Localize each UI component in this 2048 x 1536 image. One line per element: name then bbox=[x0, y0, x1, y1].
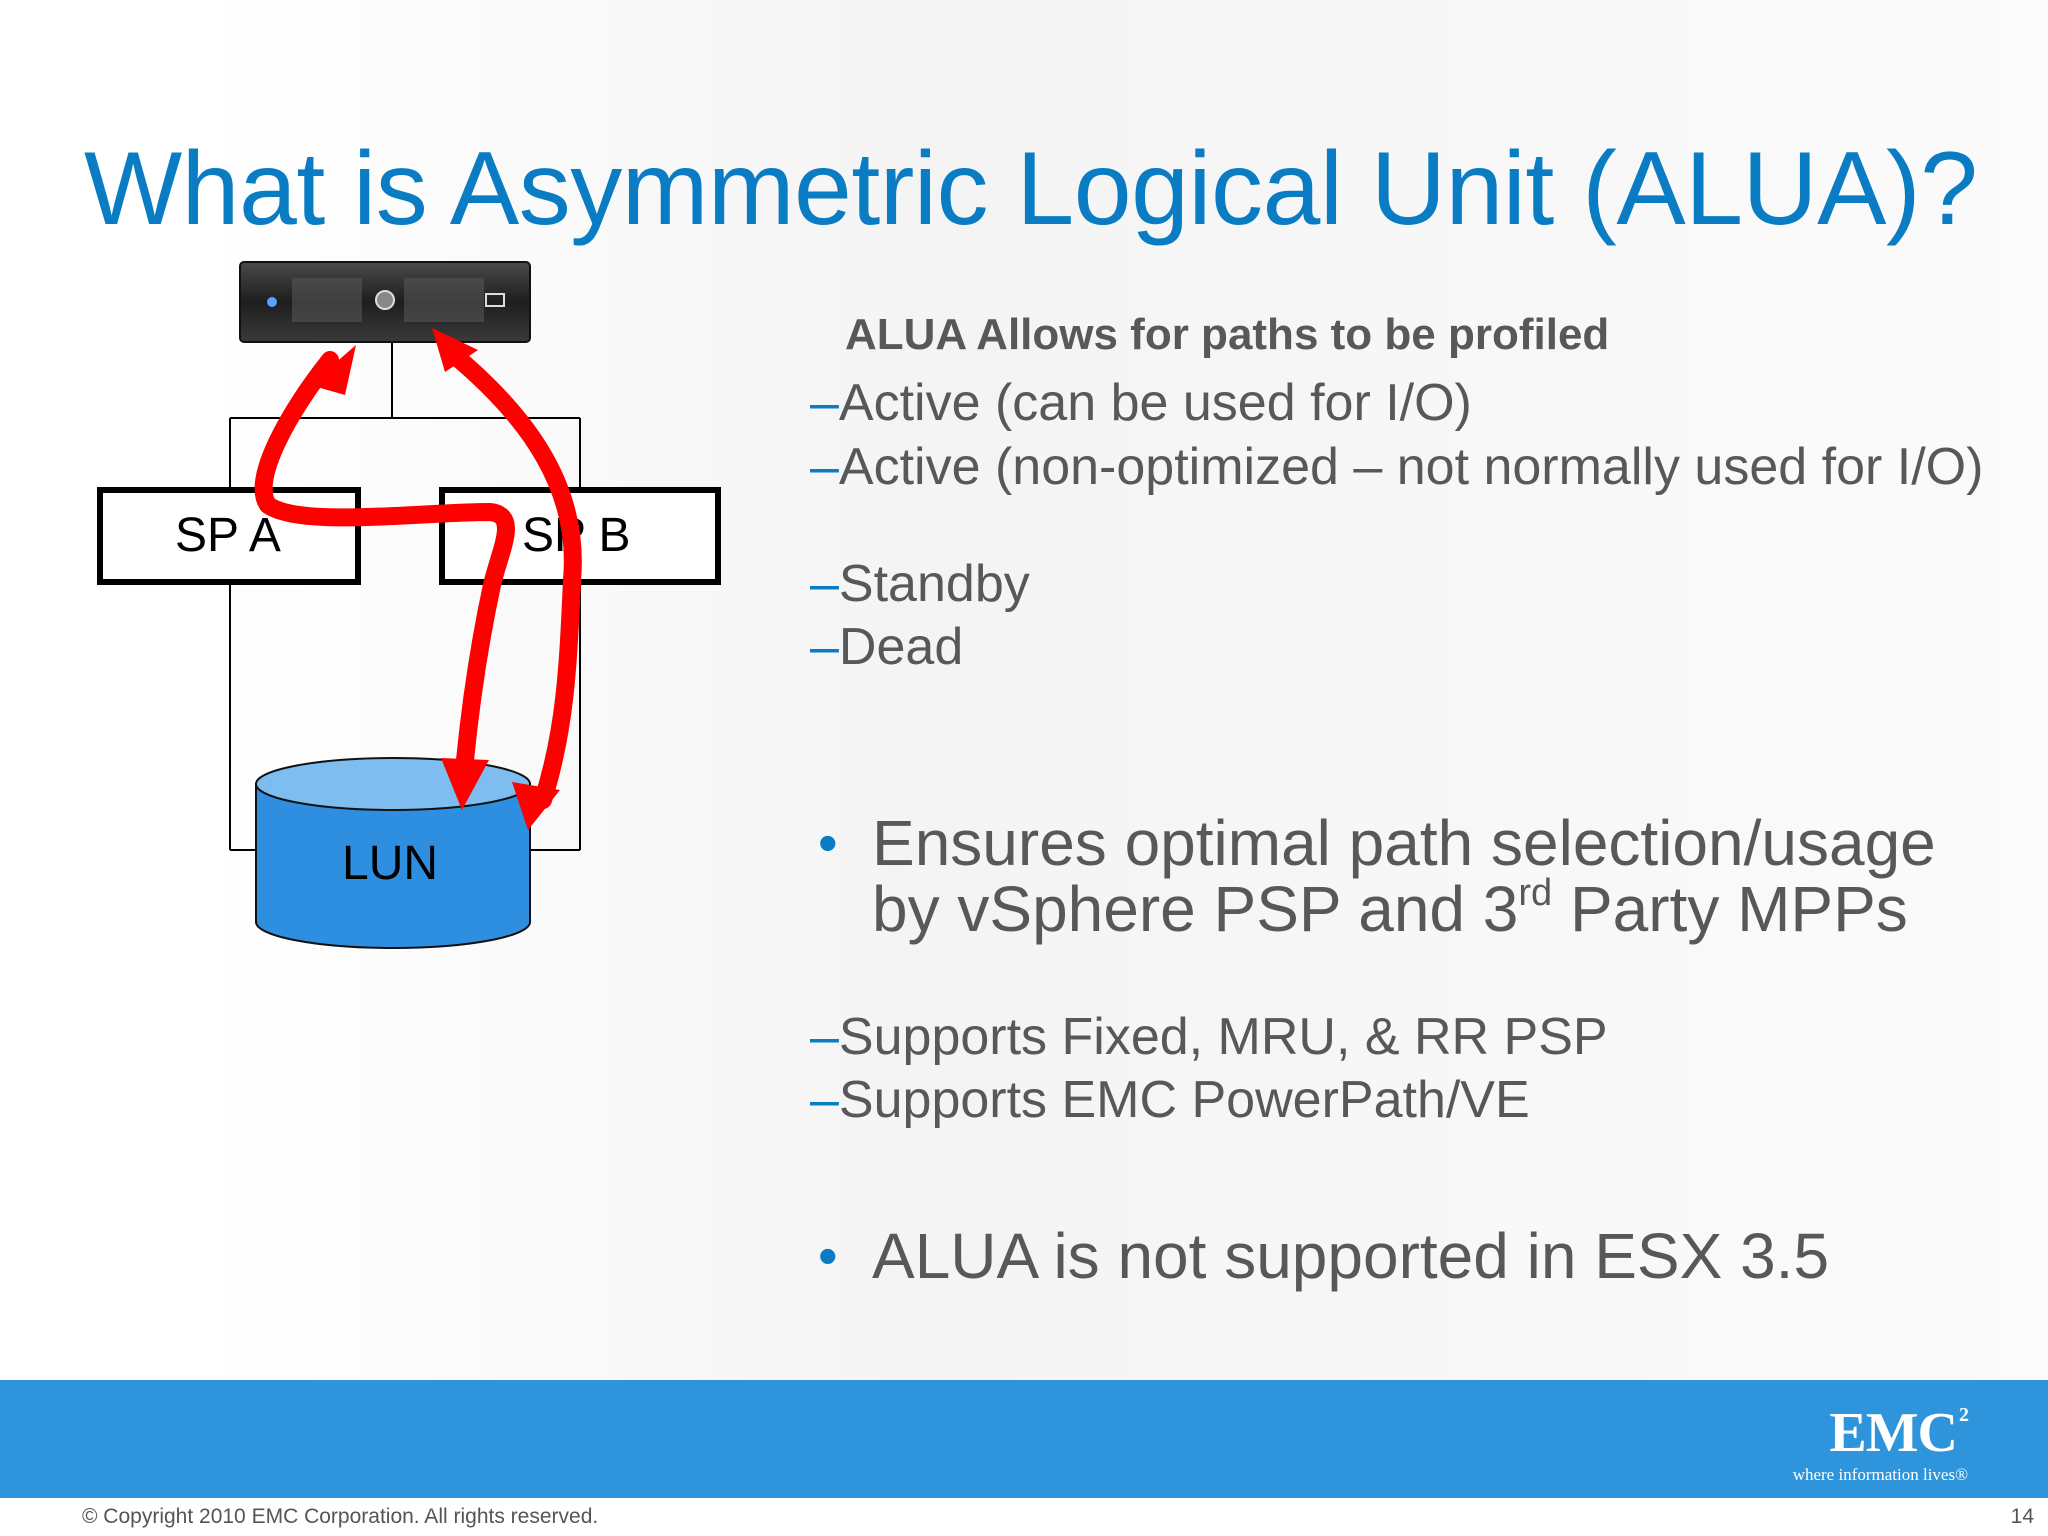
bullet-dot: • bbox=[818, 1224, 838, 1287]
ordinal-suffix: rd bbox=[1518, 872, 1553, 914]
support-text: Supports EMC PowerPath/VE bbox=[838, 1071, 1530, 1129]
support-item: –Supports EMC PowerPath/VE bbox=[810, 1073, 1530, 1127]
sp-a-label: SP A bbox=[175, 509, 281, 562]
bullet-dot: • bbox=[818, 811, 838, 874]
dash-mark: – bbox=[810, 374, 839, 432]
copyright-notice: © Copyright 2010 EMC Corporation. All ri… bbox=[82, 1505, 599, 1528]
dash-mark: – bbox=[810, 438, 839, 496]
support-item: –Supports Fixed, MRU, & RR PSP bbox=[810, 1010, 1608, 1064]
slide-title: What is Asymmetric Logical Unit (ALUA)? bbox=[84, 131, 1978, 247]
dash-mark: – bbox=[810, 1071, 839, 1129]
state-item: –Dead bbox=[810, 620, 963, 674]
state-item: –Active (non-optimized – not normally us… bbox=[810, 440, 1995, 494]
page-number: 14 bbox=[2010, 1505, 2034, 1528]
dash-mark: – bbox=[810, 555, 839, 613]
state-item: –Standby bbox=[810, 557, 1030, 611]
alua-diagram: SP A SP B LUN bbox=[0, 250, 780, 950]
state-text: Dead bbox=[838, 618, 964, 676]
support-text: Supports Fixed, MRU, & RR PSP bbox=[838, 1008, 1608, 1066]
state-text: Active (can be used for I/O) bbox=[838, 374, 1472, 432]
logo-tagline: where information lives® bbox=[1792, 1465, 1968, 1484]
bullet-text-end: Party MPPs bbox=[1552, 873, 1908, 945]
bullet-item: • ALUA is not supported in ESX 3.5 bbox=[810, 1223, 2000, 1289]
logo-text: EMC bbox=[1829, 1402, 1958, 1464]
lun-label: LUN bbox=[342, 837, 439, 890]
sp-b-label: SP B bbox=[522, 509, 631, 562]
bullet-text: ALUA is not supported in ESX 3.5 bbox=[872, 1220, 1830, 1292]
state-text: Standby bbox=[838, 555, 1030, 613]
state-item: –Active (can be used for I/O) bbox=[810, 376, 1472, 430]
bullet-text: Ensures optimal path selection/usage by … bbox=[810, 810, 2000, 942]
state-text: Active (non-optimized – not normally use… bbox=[838, 438, 1984, 496]
footer-band bbox=[0, 1380, 2048, 1498]
dash-mark: – bbox=[810, 1008, 839, 1066]
dash-mark: – bbox=[810, 618, 839, 676]
bullet-text-main: Ensures optimal path selection/usage by … bbox=[872, 807, 1936, 945]
server-icon bbox=[239, 261, 531, 343]
lead-heading: ALUA Allows for paths to be profiled bbox=[845, 310, 1610, 359]
logo-superscript: 2 bbox=[1959, 1404, 1969, 1426]
bullet-item: • Ensures optimal path selection/usage b… bbox=[810, 810, 2000, 942]
